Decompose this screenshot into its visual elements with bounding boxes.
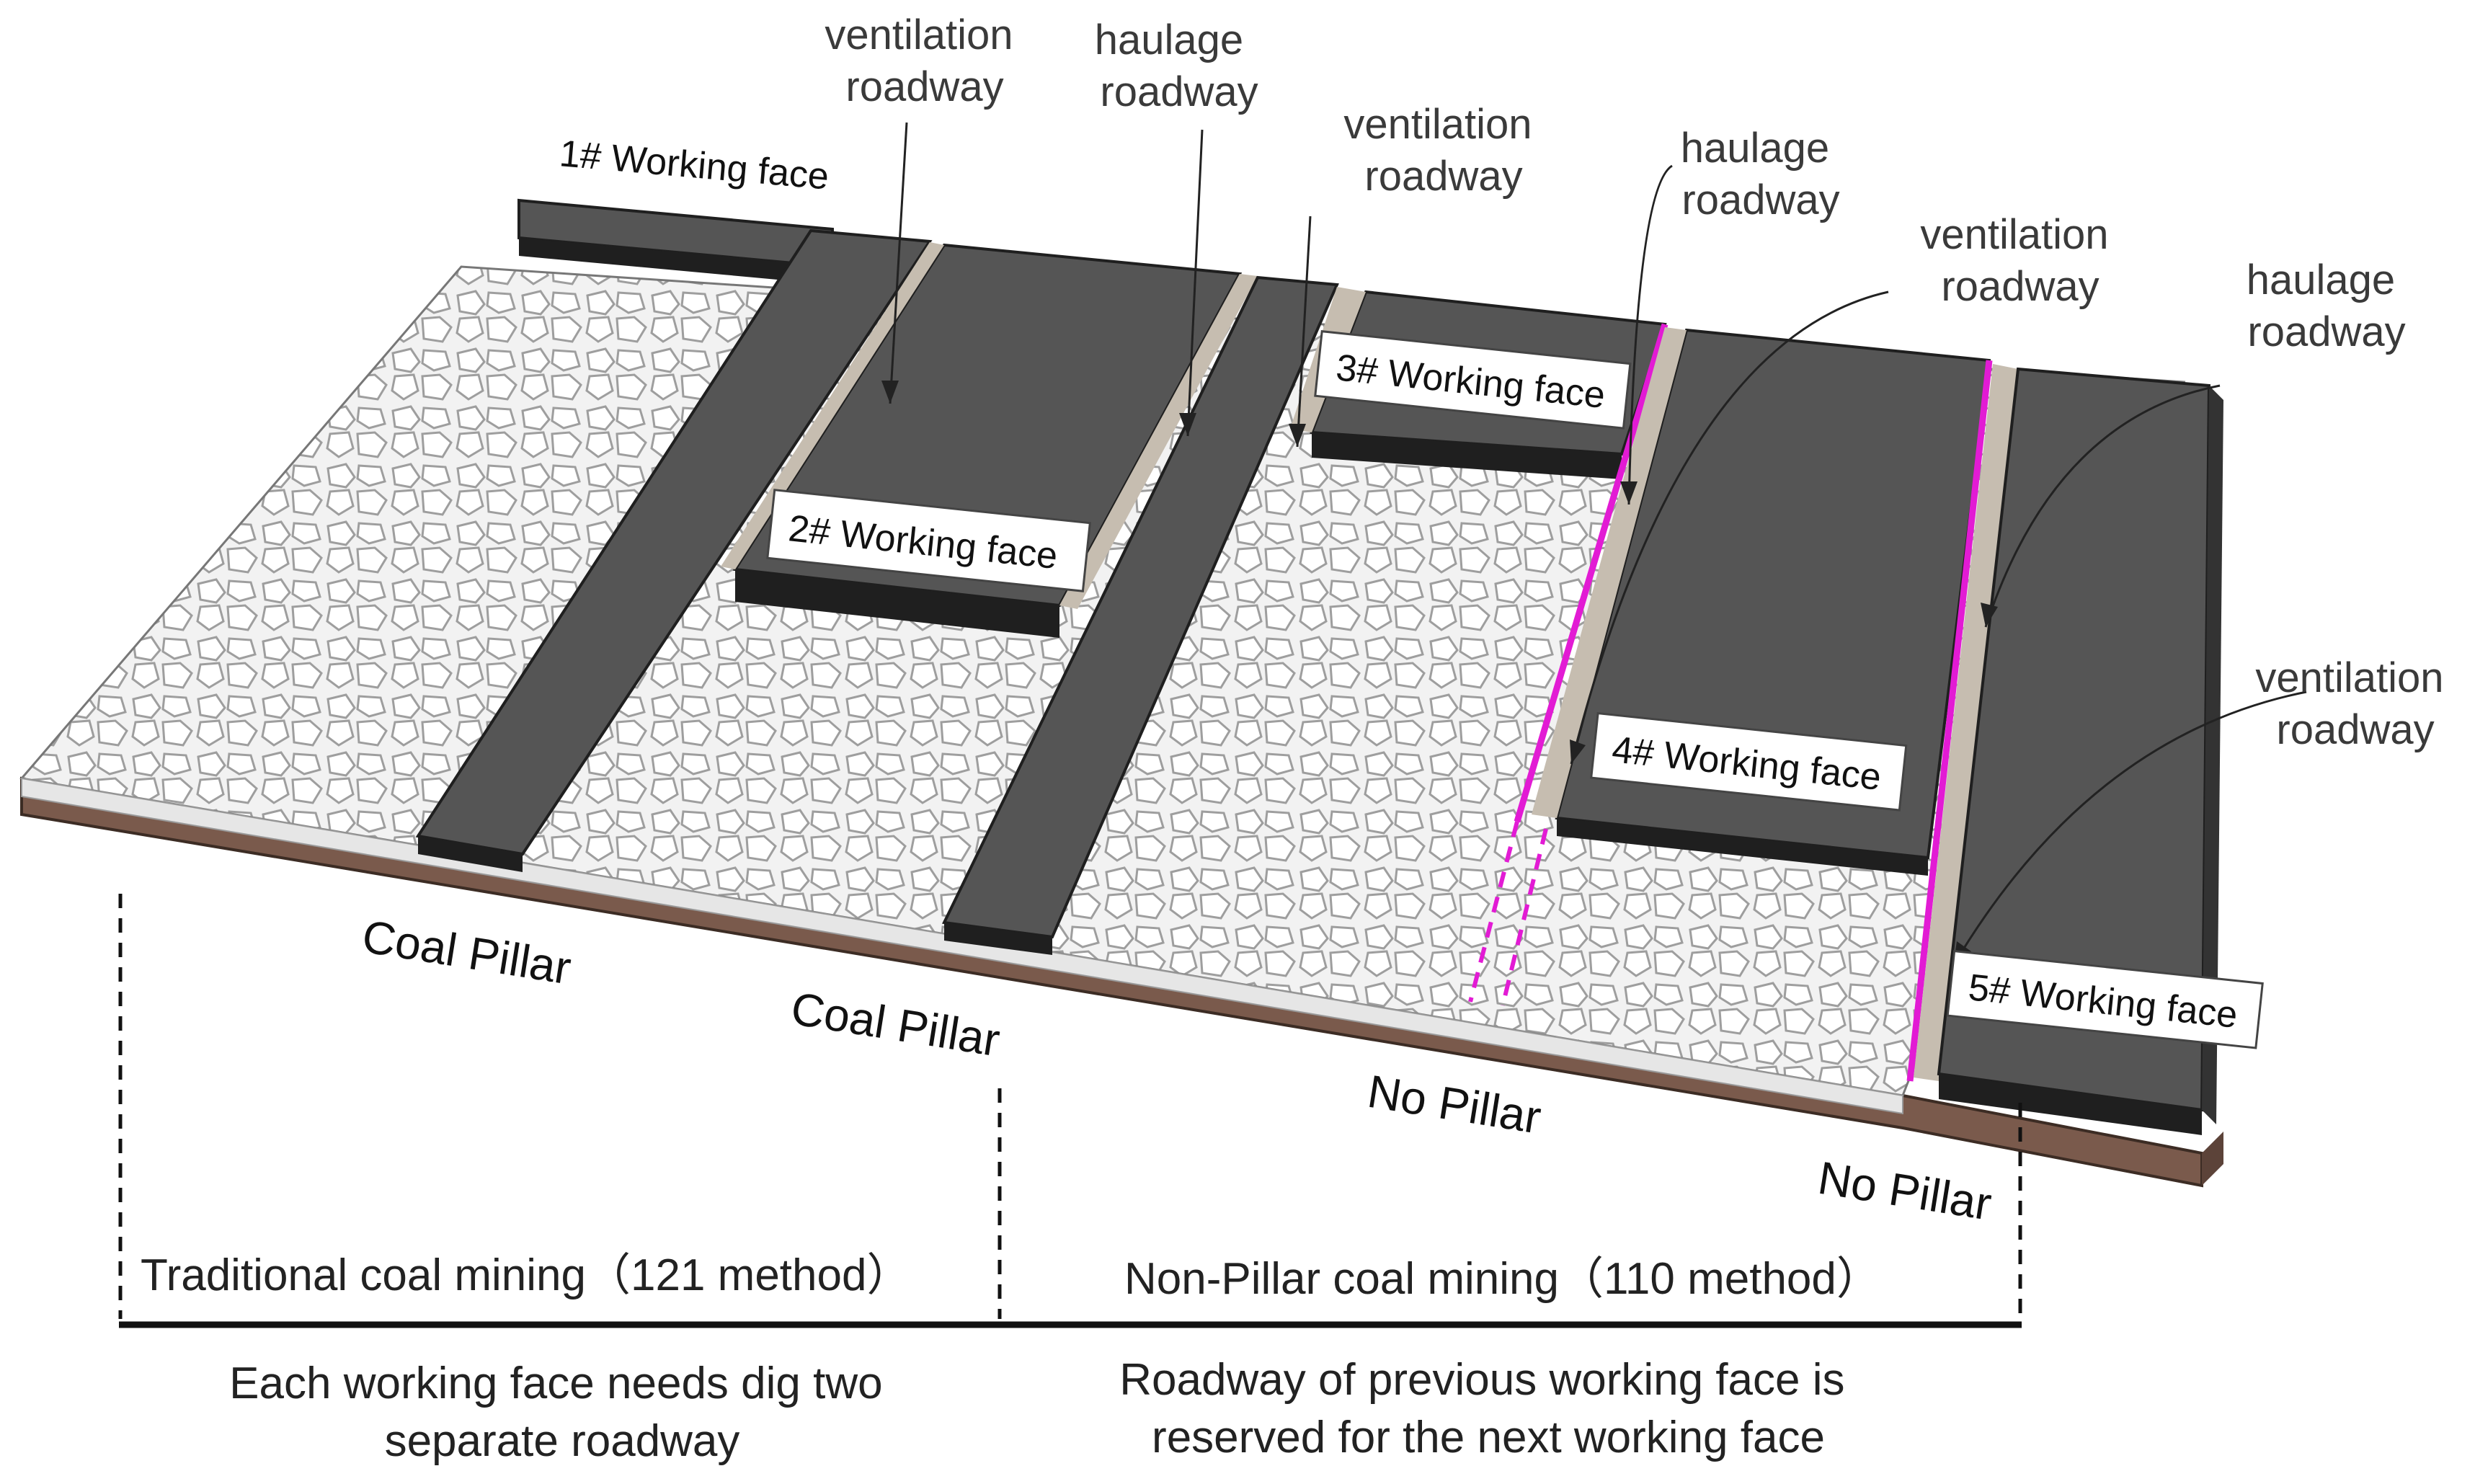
label-ventilation-4-line-2: roadway: [1941, 263, 2099, 310]
arrowhead-haulage-2: [1179, 413, 1196, 436]
label-working-face-1: 1# Working face: [558, 133, 830, 197]
leader-lines: [889, 122, 2307, 967]
working-face-2-front: [735, 569, 1059, 638]
arrowhead-haulage-3: [1620, 481, 1638, 505]
label-ventilation-4-line-1: ventilation: [1920, 211, 2108, 258]
working-face-3-front: [1312, 432, 1622, 479]
caption-traditional-line-1: Each working face needs dig two: [229, 1359, 882, 1408]
arrowhead-ventilation-4: [1570, 739, 1586, 764]
label-no-pillar-1: No Pillar: [1364, 1065, 1545, 1144]
label-ventilation-3-line-1: ventilation: [1343, 101, 1532, 148]
retained-roadway-3: [1514, 323, 1668, 823]
tag-working-face-2: 2# Working face: [766, 489, 1091, 592]
label-haulage-3-line-2: roadway: [1681, 177, 1839, 223]
working-face-4-roadway-left: [1532, 327, 1687, 818]
label-coal-pillar-2: Coal Pillar: [788, 982, 1003, 1067]
method-brackets: [118, 894, 2022, 1328]
label-haulage-2-line-1: haulage: [1095, 17, 1243, 63]
caption-non-pillar-line-1: Roadway of previous working face is: [1119, 1355, 1844, 1405]
caption-traditional: Each working face needs dig two separate…: [229, 1359, 895, 1466]
caption-traditional-line-2: separate roadway: [385, 1416, 740, 1466]
arrow-haulage-4: [1984, 384, 2221, 628]
label-coal-pillar-1: Coal Pillar: [359, 910, 574, 995]
label-ventilation-3: ventilation roadway: [1343, 101, 1543, 200]
retained-roadway-3-dashed-a: [1468, 821, 1519, 1003]
label-ventilation-2-line-2: roadway: [845, 63, 1003, 110]
method-traditional: Traditional coal mining（121 method）: [141, 1250, 911, 1300]
method-non-pillar: Non-Pillar coal mining（110 method）: [1124, 1254, 1881, 1304]
label-ventilation-2: ventilation roadway: [825, 12, 1024, 110]
label-haulage-4: haulage roadway: [2247, 257, 2407, 355]
label-ventilation-5: ventilation roadway: [2255, 654, 2455, 753]
arrow-haulage-3: [1627, 164, 1673, 505]
label-haulage-2-line-2: roadway: [1100, 68, 1258, 115]
label-no-pillar-2: No Pillar: [1815, 1152, 1995, 1230]
caption-non-pillar: Roadway of previous working face is rese…: [1119, 1355, 1857, 1462]
arrow-ventilation-3: [1296, 216, 1312, 448]
label-haulage-4-line-1: haulage: [2247, 257, 2395, 303]
working-face-2-roadway-left: [721, 242, 944, 569]
caption-non-pillar-line-2: reserved for the next working face: [1152, 1413, 1825, 1462]
retained-roadway-4: [1906, 360, 1993, 1082]
tag-working-face-5-box: [1946, 949, 2264, 1049]
working-face-5-side: [2202, 386, 2223, 1124]
label-ventilation-5-line-1: ventilation: [2255, 654, 2443, 701]
label-haulage-3-line-1: haulage: [1681, 125, 1829, 172]
label-haulage-3: haulage roadway: [1681, 125, 1841, 223]
working-face-5-roadway-left: [1914, 364, 2018, 1081]
arrow-ventilation-2: [889, 122, 908, 404]
arrow-ventilation-4: [1570, 290, 1889, 765]
tag-working-face-4-box: [1590, 711, 1908, 812]
arrow-haulage-2: [1186, 129, 1204, 437]
arrowhead-haulage-4: [1981, 603, 1998, 627]
working-face-2-roadway-right: [1059, 274, 1258, 609]
label-ventilation-4: ventilation roadway: [1920, 211, 2120, 310]
coal-pillar-2-front: [944, 923, 1052, 955]
working-face-1-edge: [519, 238, 832, 285]
working-face-4-front: [1557, 818, 1928, 876]
label-ventilation-3-line-2: roadway: [1364, 153, 1522, 200]
arrow-ventilation-5: [1952, 690, 2307, 967]
label-haulage-2: haulage roadway: [1095, 17, 1258, 115]
tag-working-face-2-box: [766, 489, 1091, 592]
arrowhead-ventilation-3: [1289, 424, 1306, 447]
label-ventilation-5-line-2: roadway: [2276, 706, 2434, 753]
retained-roadway-3-dashed-b: [1501, 828, 1548, 1006]
working-face-5-front: [1939, 1074, 2202, 1135]
coal-pillar-1-front: [418, 836, 523, 872]
tag-working-face-3-box: [1314, 330, 1632, 430]
arrowhead-ventilation-2: [881, 381, 899, 404]
tag-working-face-5: 5# Working face: [1946, 949, 2264, 1049]
label-haulage-4-line-2: roadway: [2247, 308, 2405, 355]
label-ventilation-2-line-1: ventilation: [825, 12, 1013, 58]
rock-base-side: [2202, 1132, 2223, 1186]
